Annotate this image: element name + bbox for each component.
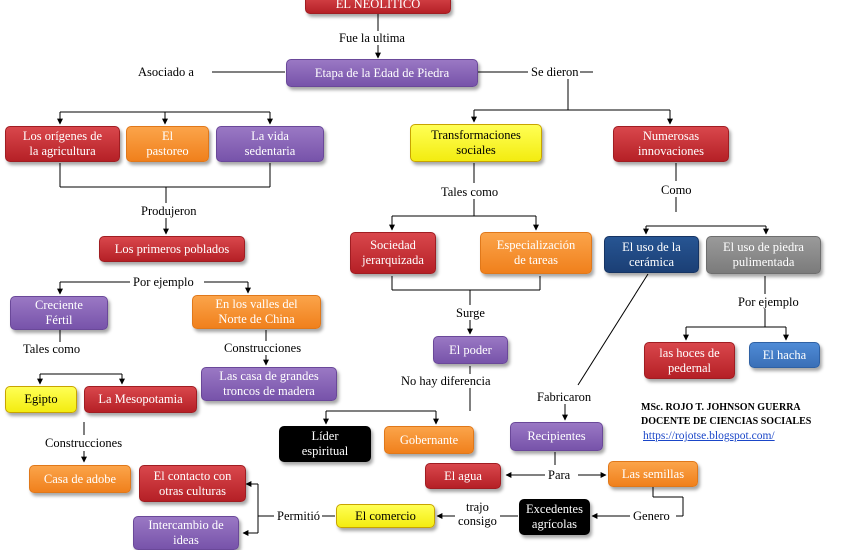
credit-role: DOCENTE DE CIENCIAS SOCIALES	[641, 416, 812, 427]
node-uso-piedra-pulimentada[interactable]: El uso de piedra pulimentada	[706, 236, 821, 274]
label-surge: Surge	[455, 306, 486, 320]
label-permitio: Permitió	[276, 509, 322, 523]
node-el-agua[interactable]: El agua	[425, 463, 501, 489]
node-el-comercio[interactable]: El comercio	[336, 504, 435, 528]
label-por-ejemplo-poblados: Por ejemplo	[132, 275, 195, 289]
label-fabricaron: Fabricaron	[536, 390, 593, 404]
label-no-hay-diferencia: No hay diferencia	[400, 374, 492, 388]
label-genero: Genero	[632, 509, 671, 523]
node-especializacion-tareas[interactable]: Especialización de tareas	[480, 232, 592, 274]
label-para: Para	[547, 468, 572, 482]
label-se-dieron: Se dieron	[530, 65, 580, 79]
node-el-hacha[interactable]: El hacha	[749, 342, 820, 368]
node-recipientes[interactable]: Recipientes	[510, 422, 603, 451]
node-egipto[interactable]: Egipto	[5, 386, 77, 413]
label-trajo-consigo: trajo consigo	[457, 500, 498, 528]
node-vida-sedentaria[interactable]: La vida sedentaria	[216, 126, 324, 162]
node-casa-troncos-madera[interactable]: Las casa de grandes troncos de madera	[201, 367, 337, 401]
node-contacto-culturas[interactable]: El contacto con otras culturas	[139, 465, 246, 502]
node-gobernante[interactable]: Gobernante	[384, 426, 474, 454]
node-el-poder[interactable]: El poder	[433, 336, 508, 364]
node-origenes-agricultura[interactable]: Los orígenes de la agricultura	[5, 126, 120, 162]
node-neolitico[interactable]: EL NEOLÍTICO	[305, 0, 451, 14]
node-lider-espiritual[interactable]: Líder espiritual	[279, 426, 371, 462]
label-por-ejemplo-piedra: Por ejemplo	[737, 295, 800, 309]
label-produjeron: Produjeron	[140, 204, 198, 218]
node-hoces-pedernal[interactable]: las hoces de pedernal	[644, 342, 735, 379]
node-numerosas-innovaciones[interactable]: Numerosas innovaciones	[613, 126, 729, 162]
label-fue-la-ultima: Fue la ultima	[338, 31, 406, 45]
node-mesopotamia[interactable]: La Mesopotamia	[84, 386, 197, 413]
node-casa-adobe[interactable]: Casa de adobe	[29, 465, 131, 493]
node-sociedad-jerarquizada[interactable]: Sociedad jerarquizada	[350, 232, 436, 274]
node-uso-ceramica[interactable]: El uso de la cerámica	[604, 236, 699, 273]
label-construcciones-mesopotamia: Construcciones	[44, 436, 124, 450]
credit-author: MSc. ROJO T. JOHNSON GUERRA	[641, 402, 801, 413]
node-creciente-fertil[interactable]: Creciente Fértil	[10, 296, 108, 330]
label-construcciones-china: Construcciones	[223, 341, 303, 355]
node-etapa-edad-piedra[interactable]: Etapa de la Edad de Piedra	[286, 59, 478, 87]
node-excedentes-agricolas[interactable]: Excedentes agrícolas	[519, 499, 590, 535]
label-asociado-a: Asociado a	[137, 65, 195, 79]
node-intercambio-ideas[interactable]: Intercambio de ideas	[133, 516, 239, 550]
node-transformaciones-sociales[interactable]: Transformaciones sociales	[410, 124, 542, 162]
label-tales-como-transformaciones: Tales como	[440, 185, 500, 199]
node-primeros-poblados[interactable]: Los primeros poblados	[99, 236, 245, 262]
credit-blog-link[interactable]: https://rojotse.blogspot.com/	[643, 430, 775, 442]
label-como: Como	[660, 183, 693, 197]
label-tales-como-creciente: Tales como	[22, 342, 82, 356]
node-las-semillas[interactable]: Las semillas	[608, 461, 698, 487]
node-pastoreo[interactable]: El pastoreo	[126, 126, 209, 162]
node-valles-norte-china[interactable]: En los valles del Norte de China	[192, 295, 321, 329]
